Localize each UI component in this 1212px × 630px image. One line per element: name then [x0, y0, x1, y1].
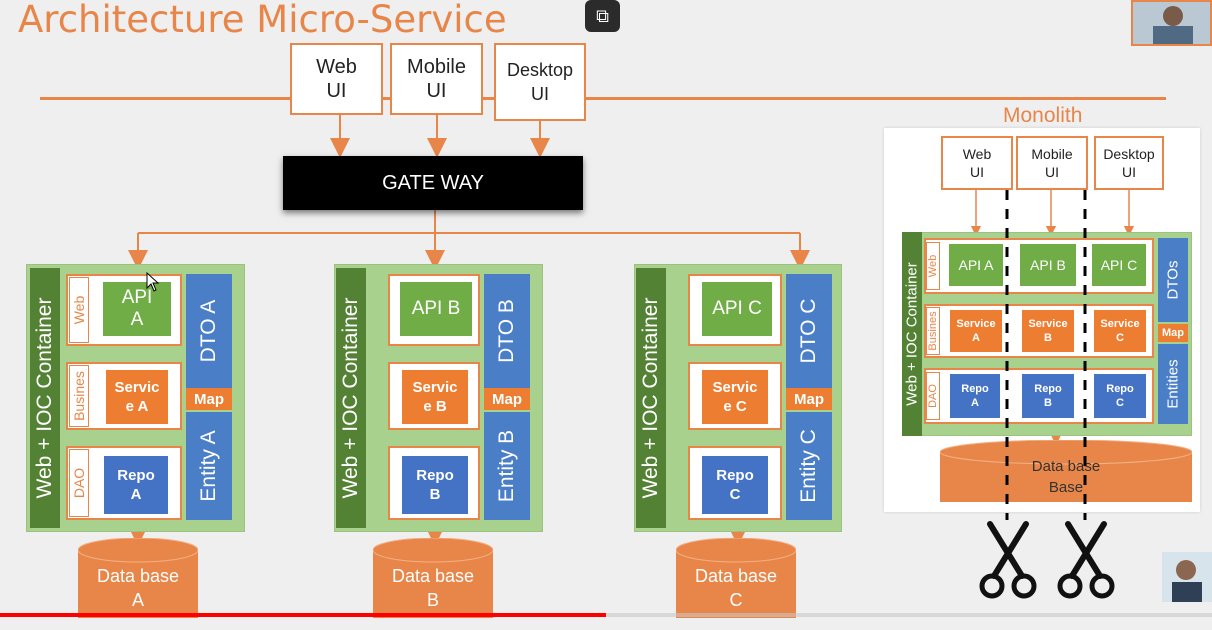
monolith-api-b: API B	[1020, 244, 1076, 286]
service-c-dto: DTO C	[786, 274, 832, 388]
service-b-dto: DTO B	[484, 274, 530, 388]
monolith-api-a: API A	[949, 244, 1003, 286]
monolith-database	[940, 440, 1192, 502]
service-a-service: Servic e A	[106, 370, 168, 424]
video-progress-track[interactable]	[0, 613, 1212, 617]
service-a-business-label: Busines	[69, 365, 89, 427]
monolith-service-c: Service C	[1094, 310, 1146, 352]
monolith-repo-b: Repo B	[1022, 374, 1074, 418]
monolith-repo-a: Repo A	[950, 374, 1000, 418]
video-progress-fill[interactable]	[0, 613, 606, 617]
monolith-service-b: Service B	[1022, 310, 1074, 352]
service-a-dto: DTO A	[186, 274, 232, 388]
service-b-api: API B	[400, 282, 472, 336]
service-c-repo: Repo C	[702, 456, 768, 514]
monolith-web-label: Web	[926, 242, 940, 290]
service-a-api: API A	[103, 282, 171, 336]
service-c-map: Map	[786, 388, 832, 410]
monolith-service-a: Service A	[950, 310, 1002, 352]
desktop-ui-box: Desktop UI	[494, 43, 586, 121]
monolith-title: Monolith	[1003, 104, 1083, 127]
viewer-webcam	[1162, 552, 1212, 602]
service-a-container-label: Web + IOC Container	[30, 268, 60, 528]
monolith-dao-label: DAO	[926, 372, 940, 420]
service-c-entity: Entity C	[786, 412, 832, 520]
service-a-dao-label: DAO	[69, 449, 89, 517]
monolith-container-label: Web + IOC Container	[902, 232, 922, 436]
service-b-map: Map	[484, 388, 530, 410]
database-a-label: Data base A	[96, 566, 180, 610]
service-a-map: Map	[186, 388, 232, 410]
service-c-api: API C	[702, 282, 772, 336]
monolith-web-ui-box: Web UI	[941, 136, 1013, 190]
mouse-cursor-icon	[146, 271, 160, 297]
gateway-box: GATE WAY	[283, 156, 583, 210]
service-b-entity: Entity B	[484, 412, 530, 520]
service-a-web-label: Web	[69, 277, 89, 343]
ui-separator-line	[40, 97, 1166, 100]
database-c	[676, 538, 796, 618]
service-a-repo: Repo A	[104, 456, 168, 514]
mobile-ui-box: Mobile UI	[390, 43, 483, 115]
scissors-icon	[978, 520, 1038, 600]
exit-pip-icon[interactable]: ⧉	[585, 0, 620, 32]
database-b-label: Data base B	[391, 566, 475, 610]
database-a	[78, 538, 198, 618]
monolith-entities: Entities	[1158, 344, 1188, 424]
monolith-business-label: Busines	[926, 307, 940, 355]
database-b	[373, 538, 493, 618]
presenter-webcam	[1131, 0, 1212, 46]
monolith-dtos: DTOs	[1158, 238, 1188, 322]
page-title: Architecture Micro-Service	[18, 0, 507, 41]
monolith-map: Map	[1158, 324, 1188, 342]
monolith-mobile-ui-box: Mobile UI	[1016, 136, 1088, 190]
cut-lines	[1005, 190, 1087, 520]
database-c-label: Data base C	[694, 566, 778, 610]
monolith-repo-c: Repo C	[1094, 374, 1146, 418]
monolith-desktop-ui-box: Desktop UI	[1094, 136, 1164, 190]
service-c-service: Servic e C	[702, 370, 768, 424]
web-ui-box: Web UI	[290, 43, 383, 115]
scissors-icon	[1056, 520, 1116, 600]
monolith-database-label: Data base Base	[1031, 458, 1101, 496]
monolith-api-c: API C	[1092, 244, 1146, 286]
service-a-entity: Entity A	[186, 412, 232, 520]
service-b-repo: Repo B	[402, 456, 468, 514]
service-b-service: Servic e B	[402, 370, 468, 424]
service-b-container-label: Web + IOC Container	[336, 268, 366, 528]
service-c-container-label: Web + IOC Container	[636, 268, 666, 528]
